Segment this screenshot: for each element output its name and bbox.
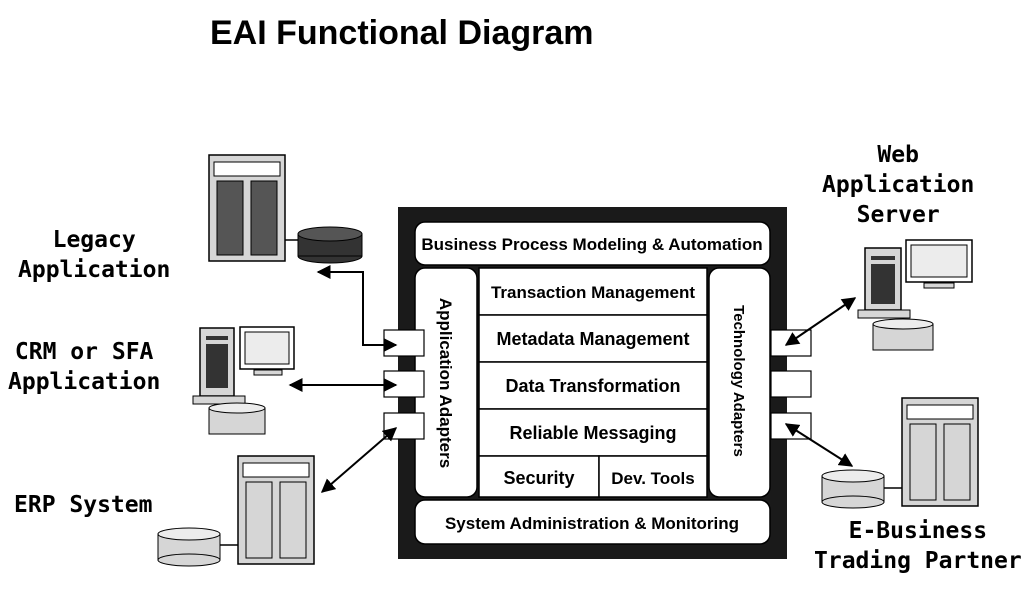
- erp-system-label: ERP System: [14, 492, 153, 518]
- left-port-legacy: [383, 329, 425, 357]
- erp-server-icon: [157, 455, 315, 567]
- page-title: EAI Functional Diagram: [210, 14, 594, 52]
- service-box-transformation: [478, 361, 708, 410]
- service-box-metadata: [478, 314, 708, 363]
- technology-adapters-label: Technology Adapters: [730, 305, 747, 457]
- crm-workstation-icon: [192, 326, 295, 435]
- legacy-server-icon: [208, 154, 363, 264]
- service-label-messaging: Reliable Messaging: [509, 423, 676, 443]
- top-band-label: Business Process Modeling & Automation: [421, 235, 762, 254]
- service-label-devtools: Dev. Tools: [611, 469, 694, 488]
- web-application-server-label: Web Application Server: [822, 142, 975, 228]
- arrow-legacy: [316, 265, 398, 352]
- web-server-workstation-icon: [857, 239, 973, 351]
- service-label-transformation: Data Transformation: [505, 376, 680, 396]
- arrow-ebusiness: [784, 423, 854, 467]
- service-box-devtools: [598, 455, 708, 498]
- left-port-erp: [383, 412, 425, 440]
- right-port-middle: [770, 370, 812, 398]
- service-label-metadata: Metadata Management: [496, 329, 689, 349]
- arrow-erp: [320, 427, 398, 493]
- right-port-web: [770, 329, 812, 357]
- ebusiness-server-icon: [821, 397, 979, 509]
- service-label-transaction: Transaction Management: [491, 283, 695, 302]
- ebusiness-trading-partner-label: E-Business Trading Partner: [814, 518, 1022, 574]
- service-box-security: [478, 455, 600, 498]
- bottom-band-label: System Administration & Monitoring: [445, 514, 739, 533]
- service-label-security: Security: [503, 468, 574, 488]
- bottom-band-box: [414, 499, 771, 545]
- crm-application-label: CRM or SFA Application: [8, 339, 161, 395]
- technology-adapters-box: [708, 267, 771, 498]
- service-box-messaging: [478, 408, 708, 457]
- service-box-transaction: [478, 267, 708, 316]
- arrow-web: [784, 297, 857, 346]
- top-band-box: [414, 221, 771, 266]
- legacy-application-label: Legacy Application: [18, 227, 171, 283]
- application-adapters-label: Application Adapters: [436, 298, 455, 468]
